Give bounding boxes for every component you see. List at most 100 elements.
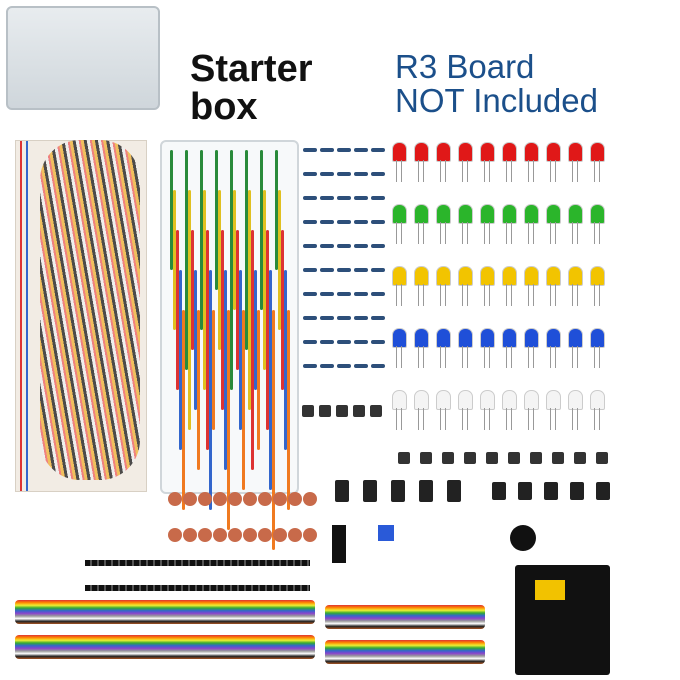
resistor <box>354 172 368 176</box>
jumper-wire <box>197 310 200 470</box>
led <box>480 266 495 286</box>
led <box>546 266 561 286</box>
led-leg <box>445 160 446 182</box>
led-leg <box>418 408 419 430</box>
resistor <box>354 268 368 272</box>
transistor <box>336 405 348 417</box>
led-leg <box>511 408 512 430</box>
led <box>414 142 429 162</box>
resistor <box>371 196 385 200</box>
transistor <box>353 405 365 417</box>
led-leg <box>506 160 507 182</box>
led-leg <box>555 160 556 182</box>
resistor <box>354 292 368 296</box>
ceramic-capacitor <box>243 528 257 542</box>
jumper-wire <box>224 270 227 470</box>
led-leg <box>484 222 485 244</box>
led-leg <box>440 408 441 430</box>
led <box>392 390 407 410</box>
electrolytic-capacitor <box>570 482 584 500</box>
jumper-wire <box>221 230 224 410</box>
led-leg <box>445 284 446 306</box>
resistor <box>354 220 368 224</box>
resistor <box>371 220 385 224</box>
led-leg <box>599 222 600 244</box>
led <box>392 142 407 162</box>
jumper-wire <box>185 150 188 370</box>
led-leg <box>467 222 468 244</box>
resistor <box>371 364 385 368</box>
led-leg <box>572 160 573 182</box>
led-leg <box>418 222 419 244</box>
push-button <box>574 452 586 464</box>
led-leg <box>572 222 573 244</box>
jumper-wire <box>194 270 197 410</box>
potentiometer <box>378 525 394 541</box>
led-leg <box>528 160 529 182</box>
dupont-ribbon-cable <box>15 600 315 624</box>
dupont-ribbon-cable <box>15 635 315 659</box>
resistor <box>337 220 351 224</box>
resistor <box>303 268 317 272</box>
push-button <box>486 452 498 464</box>
jumper-wire <box>227 310 230 530</box>
led <box>480 142 495 162</box>
led-leg <box>418 346 419 368</box>
led-leg <box>577 284 578 306</box>
jumper-wire <box>179 270 182 450</box>
led-leg <box>467 284 468 306</box>
jumper-wire-bundle <box>40 140 140 480</box>
led-leg <box>489 160 490 182</box>
led <box>480 328 495 348</box>
led-leg <box>467 408 468 430</box>
ceramic-capacitor <box>258 492 272 506</box>
electrolytic-capacitor <box>391 480 405 502</box>
electrolytic-capacitor <box>363 480 377 502</box>
resistor <box>371 268 385 272</box>
led-leg <box>445 408 446 430</box>
storage-box-image <box>6 6 160 110</box>
jumper-wire <box>173 190 176 330</box>
led-leg <box>550 222 551 244</box>
led-leg <box>572 408 573 430</box>
led <box>546 142 561 162</box>
jumper-wire <box>251 230 254 470</box>
ceramic-capacitor <box>213 492 227 506</box>
led <box>392 266 407 286</box>
electrolytic-capacitor <box>518 482 532 500</box>
led-leg <box>511 284 512 306</box>
led <box>524 266 539 286</box>
resistor <box>303 148 317 152</box>
jumper-wire <box>212 310 215 430</box>
ceramic-capacitor <box>183 492 197 506</box>
led-leg <box>533 222 534 244</box>
jumper-wire <box>245 150 248 350</box>
led-leg <box>462 346 463 368</box>
jumper-wire <box>203 190 206 390</box>
led <box>414 204 429 224</box>
jumper-wire <box>275 150 278 270</box>
jumper-wire <box>287 310 290 510</box>
jumper-wire <box>272 310 275 550</box>
led-leg <box>550 408 551 430</box>
led-leg <box>555 408 556 430</box>
led <box>568 328 583 348</box>
breadboard-power-module <box>515 565 610 675</box>
led <box>436 204 451 224</box>
electrolytic-capacitor <box>492 482 506 500</box>
led <box>436 390 451 410</box>
electrolytic-capacitor <box>544 482 558 500</box>
led-leg <box>533 160 534 182</box>
jumper-wire <box>281 230 284 390</box>
led-leg <box>511 346 512 368</box>
led-leg <box>594 160 595 182</box>
jumper-wire <box>266 230 269 430</box>
resistor <box>337 244 351 248</box>
resistor <box>320 220 334 224</box>
resistor <box>337 364 351 368</box>
resistor <box>337 172 351 176</box>
led-leg <box>440 346 441 368</box>
resistor <box>303 220 317 224</box>
led <box>524 390 539 410</box>
resistor <box>303 292 317 296</box>
